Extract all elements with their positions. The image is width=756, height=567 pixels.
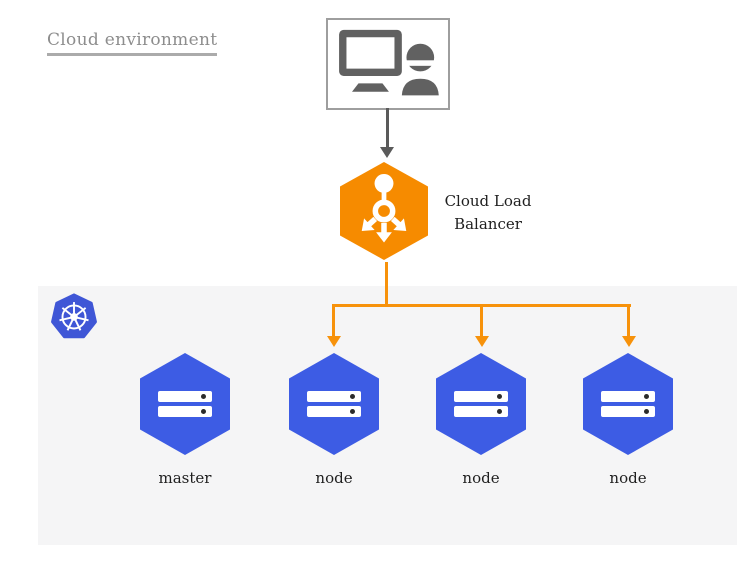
- server-led: [350, 394, 355, 399]
- server-icon: [454, 391, 508, 417]
- server-bar: [158, 406, 212, 417]
- monitor-icon: [339, 29, 402, 92]
- worker-node-hexagon-1: [289, 353, 379, 455]
- kubernetes-icon: [51, 293, 97, 339]
- load-balancer-icon: [361, 173, 407, 243]
- server-icon: [601, 391, 655, 417]
- server-led: [350, 409, 355, 414]
- server-icon: [158, 391, 212, 417]
- server-bar: [307, 391, 361, 402]
- server-led: [201, 409, 206, 414]
- server-led: [644, 409, 649, 414]
- worker-node-hexagon-3: [583, 353, 673, 455]
- server-led: [644, 394, 649, 399]
- user-to-lb-arrow-line: [386, 108, 389, 148]
- server-led: [497, 394, 502, 399]
- user-terminal-box: [326, 18, 450, 110]
- monitor-and-user-icon: [339, 29, 439, 96]
- user-icon: [401, 43, 439, 96]
- cloud-environment-title: Cloud environment: [47, 30, 218, 56]
- worker-node-hexagon-2: [436, 353, 526, 455]
- server-icon: [307, 391, 361, 417]
- server-bar: [307, 406, 361, 417]
- connector-stem: [385, 262, 388, 305]
- node-label-1: node: [315, 469, 353, 487]
- load-balancer-label: Cloud Load Balancer: [444, 192, 532, 234]
- server-bar: [158, 391, 212, 402]
- orange-arrow-head-icon: [327, 336, 341, 347]
- master-node-hexagon: [140, 353, 230, 455]
- connector-drop-1: [332, 304, 335, 337]
- load-balancer-hexagon: [340, 162, 428, 260]
- orange-arrow-head-icon: [622, 336, 636, 347]
- node-label-3: node: [609, 469, 647, 487]
- server-led: [201, 394, 206, 399]
- connector-drop-2: [480, 304, 483, 337]
- server-bar: [601, 391, 655, 402]
- server-bar: [454, 406, 508, 417]
- server-led: [497, 409, 502, 414]
- node-label-master: master: [158, 469, 212, 487]
- gray-arrow-head-icon: [380, 147, 394, 158]
- node-label-2: node: [462, 469, 500, 487]
- server-bar: [454, 391, 508, 402]
- server-bar: [601, 406, 655, 417]
- connector-drop-3: [627, 304, 630, 337]
- orange-arrow-head-icon: [475, 336, 489, 347]
